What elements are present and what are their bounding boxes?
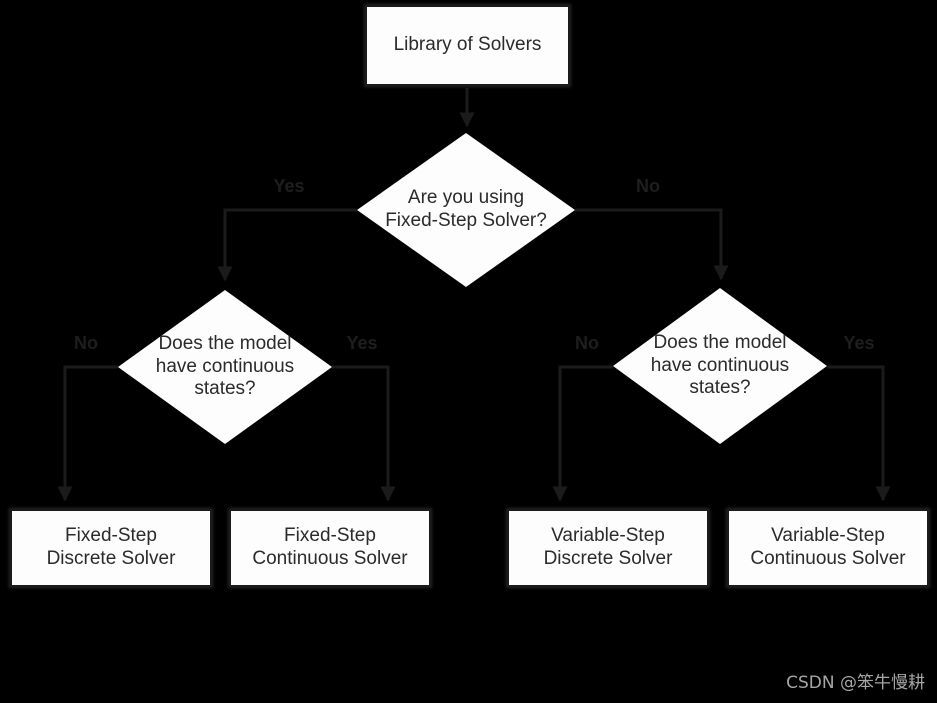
csdn-watermark: CSDN @笨牛慢耕 [786, 673, 925, 693]
node-fixed-step-continuous-solver: Fixed-Step Continuous Solver [229, 509, 431, 587]
edge-label-no: No [74, 333, 98, 353]
node-variable-step-discrete-solver: Variable-Step Discrete Solver [507, 509, 709, 587]
edge-decision1-no-to-decision3 [575, 208, 729, 281]
edge-decision3-no-to-result3 [552, 365, 613, 502]
node-library-of-solvers: Library of Solvers [365, 5, 570, 86]
edge-decision2-no-to-result1 [57, 365, 118, 502]
edge-decision3-yes-to-result4 [827, 365, 891, 502]
edge-label-yes: Yes [346, 333, 378, 353]
edge-decision2-yes-to-result2 [332, 365, 396, 502]
edge-label-no: No [575, 333, 599, 353]
edge-label-yes: Yes [843, 333, 875, 353]
node-fixed-step-discrete-solver: Fixed-Step Discrete Solver [10, 509, 212, 587]
edge-label-no: No [636, 176, 660, 196]
edge-label-yes: Yes [273, 176, 305, 196]
node-variable-step-continuous-solver: Variable-Step Continuous Solver [727, 509, 929, 587]
edge-decision1-yes-to-decision2 [217, 208, 357, 282]
